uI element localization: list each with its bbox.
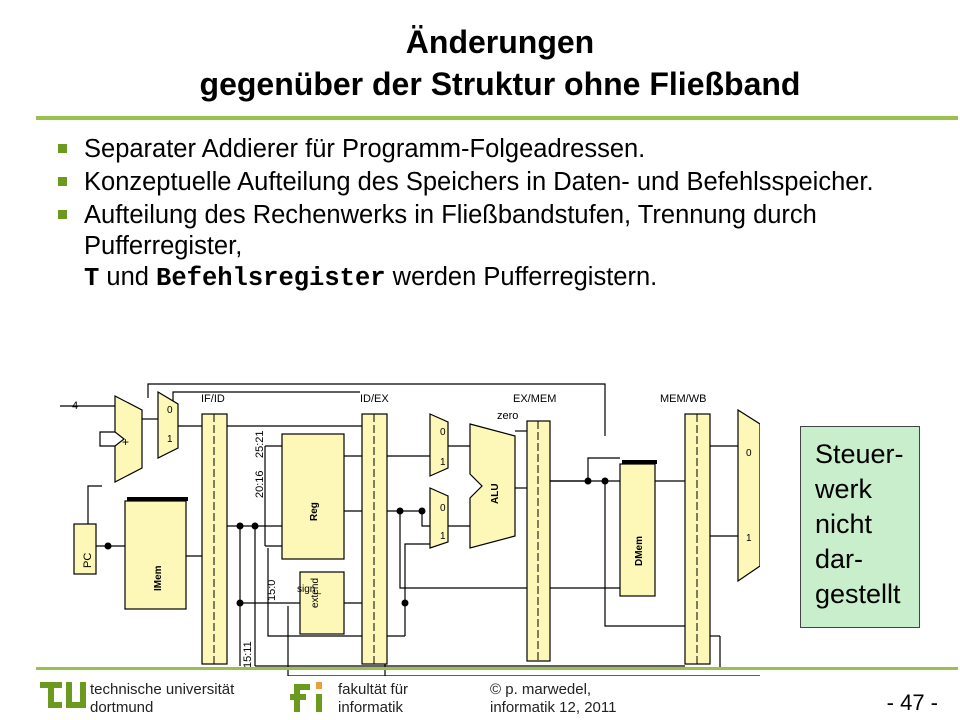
mux-b-input1: 1: [440, 531, 446, 542]
note-line: werk: [815, 474, 873, 504]
mux-pc: [157, 390, 179, 459]
idex-label: ID/EX: [360, 393, 389, 405]
bullet-list: Separater Addierer für Programm-Folgeadr…: [54, 134, 934, 296]
zero-label: zero: [497, 410, 518, 422]
copyright-icon: ©: [490, 681, 502, 698]
ifid-label: IF/ID: [201, 393, 225, 405]
bullet-text: Separater Addierer für Programm-Folgeadr…: [84, 135, 646, 163]
bullet-text-und: und: [99, 263, 157, 291]
faculty-line2: informatik: [338, 699, 404, 716]
university-line2: dortmund: [90, 699, 154, 716]
tu-logo-icon: [40, 682, 86, 708]
slide-title-line2: gegenüber der Struktur ohne Fließband: [199, 66, 801, 102]
alu-label: ALU: [490, 483, 501, 504]
code-befehlsregister: Befehlsregister: [156, 264, 386, 293]
author-credit: © p. marwedel, informatik 12, 2011: [490, 681, 616, 717]
register-file: [281, 433, 345, 560]
bullet-item-3: Aufteilung des Rechenwerks in Fließbands…: [54, 200, 934, 294]
bitfield-15-11: 15:11: [242, 641, 254, 668]
faculty-line1: fakultät für: [338, 681, 409, 698]
bitfield-15-0: 15:0: [266, 580, 278, 601]
university-line1: technische universität: [90, 681, 235, 698]
reg-label: Reg: [309, 502, 320, 521]
note-line: dar-: [815, 544, 864, 574]
page-number: - 47 -: [886, 690, 938, 715]
sign-extend-unit: [299, 571, 345, 635]
instruction-memory: [124, 500, 187, 610]
fi-logo-icon: [290, 682, 322, 712]
data-memory: [619, 463, 656, 597]
bullet-text-end: werden Pufferregistern.: [385, 263, 658, 291]
sign-label: sign_: [297, 584, 321, 595]
mux-ex-a: [429, 413, 449, 477]
mux-pc-input0: 0: [167, 405, 173, 416]
faculty-name: fakultät für informatik: [338, 681, 408, 717]
pc-label: PC: [82, 553, 94, 568]
adder-plus-label: +: [122, 435, 129, 449]
mux-pc-input1: 1: [167, 434, 173, 445]
mux-b-input0: 0: [440, 503, 446, 514]
bitfield-25-21: 25:21: [254, 430, 266, 458]
adder: [114, 395, 143, 483]
author-line2: informatik 12, 2011: [490, 699, 617, 716]
extend-label: extend: [310, 578, 321, 608]
pipeline-datapath-diagram: 4 IF/ID ID/EX EX/MEM MEM/WB zero + 0 1 0…: [60, 383, 760, 676]
title-divider: [36, 116, 958, 120]
exmem-label: EX/MEM: [513, 393, 556, 405]
memwb-label: MEM/WB: [660, 393, 706, 405]
code-t: T: [84, 264, 100, 293]
university-name: technische universität dortmund: [90, 681, 234, 717]
bullet-square-icon: [58, 144, 67, 153]
mux-wb-input0: 0: [746, 448, 752, 459]
pc-register: [73, 523, 97, 575]
dmem-label: DMem: [634, 536, 645, 566]
mux-a-input0: 0: [440, 427, 446, 438]
bullet-text: Konzeptuelle Aufteilung des Speichers in…: [84, 168, 874, 196]
note-line: gestellt: [815, 579, 901, 609]
footer-divider: [36, 667, 958, 670]
alu: [469, 423, 516, 549]
mux-a-input1: 1: [440, 457, 446, 468]
mem-wb-register: [684, 413, 711, 665]
note-line: Steuer-: [815, 439, 904, 469]
bullet-item-1: Separater Addierer für Programm-Folgeadr…: [54, 134, 934, 165]
bullet-item-2: Konzeptuelle Aufteilung des Speichers in…: [54, 167, 934, 198]
mux-wb-input1: 1: [746, 533, 752, 544]
control-unit-note: Steuer- werk nicht dar- gestellt: [800, 426, 920, 628]
bullet-text: Aufteilung des Rechenwerks in Fließbands…: [84, 201, 817, 260]
bullet-square-icon: [58, 177, 67, 186]
bullet-square-icon: [58, 210, 67, 219]
mux-ex-b: [429, 487, 449, 549]
note-line: nicht: [815, 509, 873, 539]
author-line1: p. marwedel,: [505, 681, 592, 698]
slide-title-line1: Änderungen: [405, 24, 595, 60]
imem-label: IMem: [153, 565, 164, 591]
bitfield-20-16: 20:16: [254, 470, 266, 498]
mux-wb: [737, 408, 760, 583]
const-four-label: 4: [72, 400, 78, 412]
